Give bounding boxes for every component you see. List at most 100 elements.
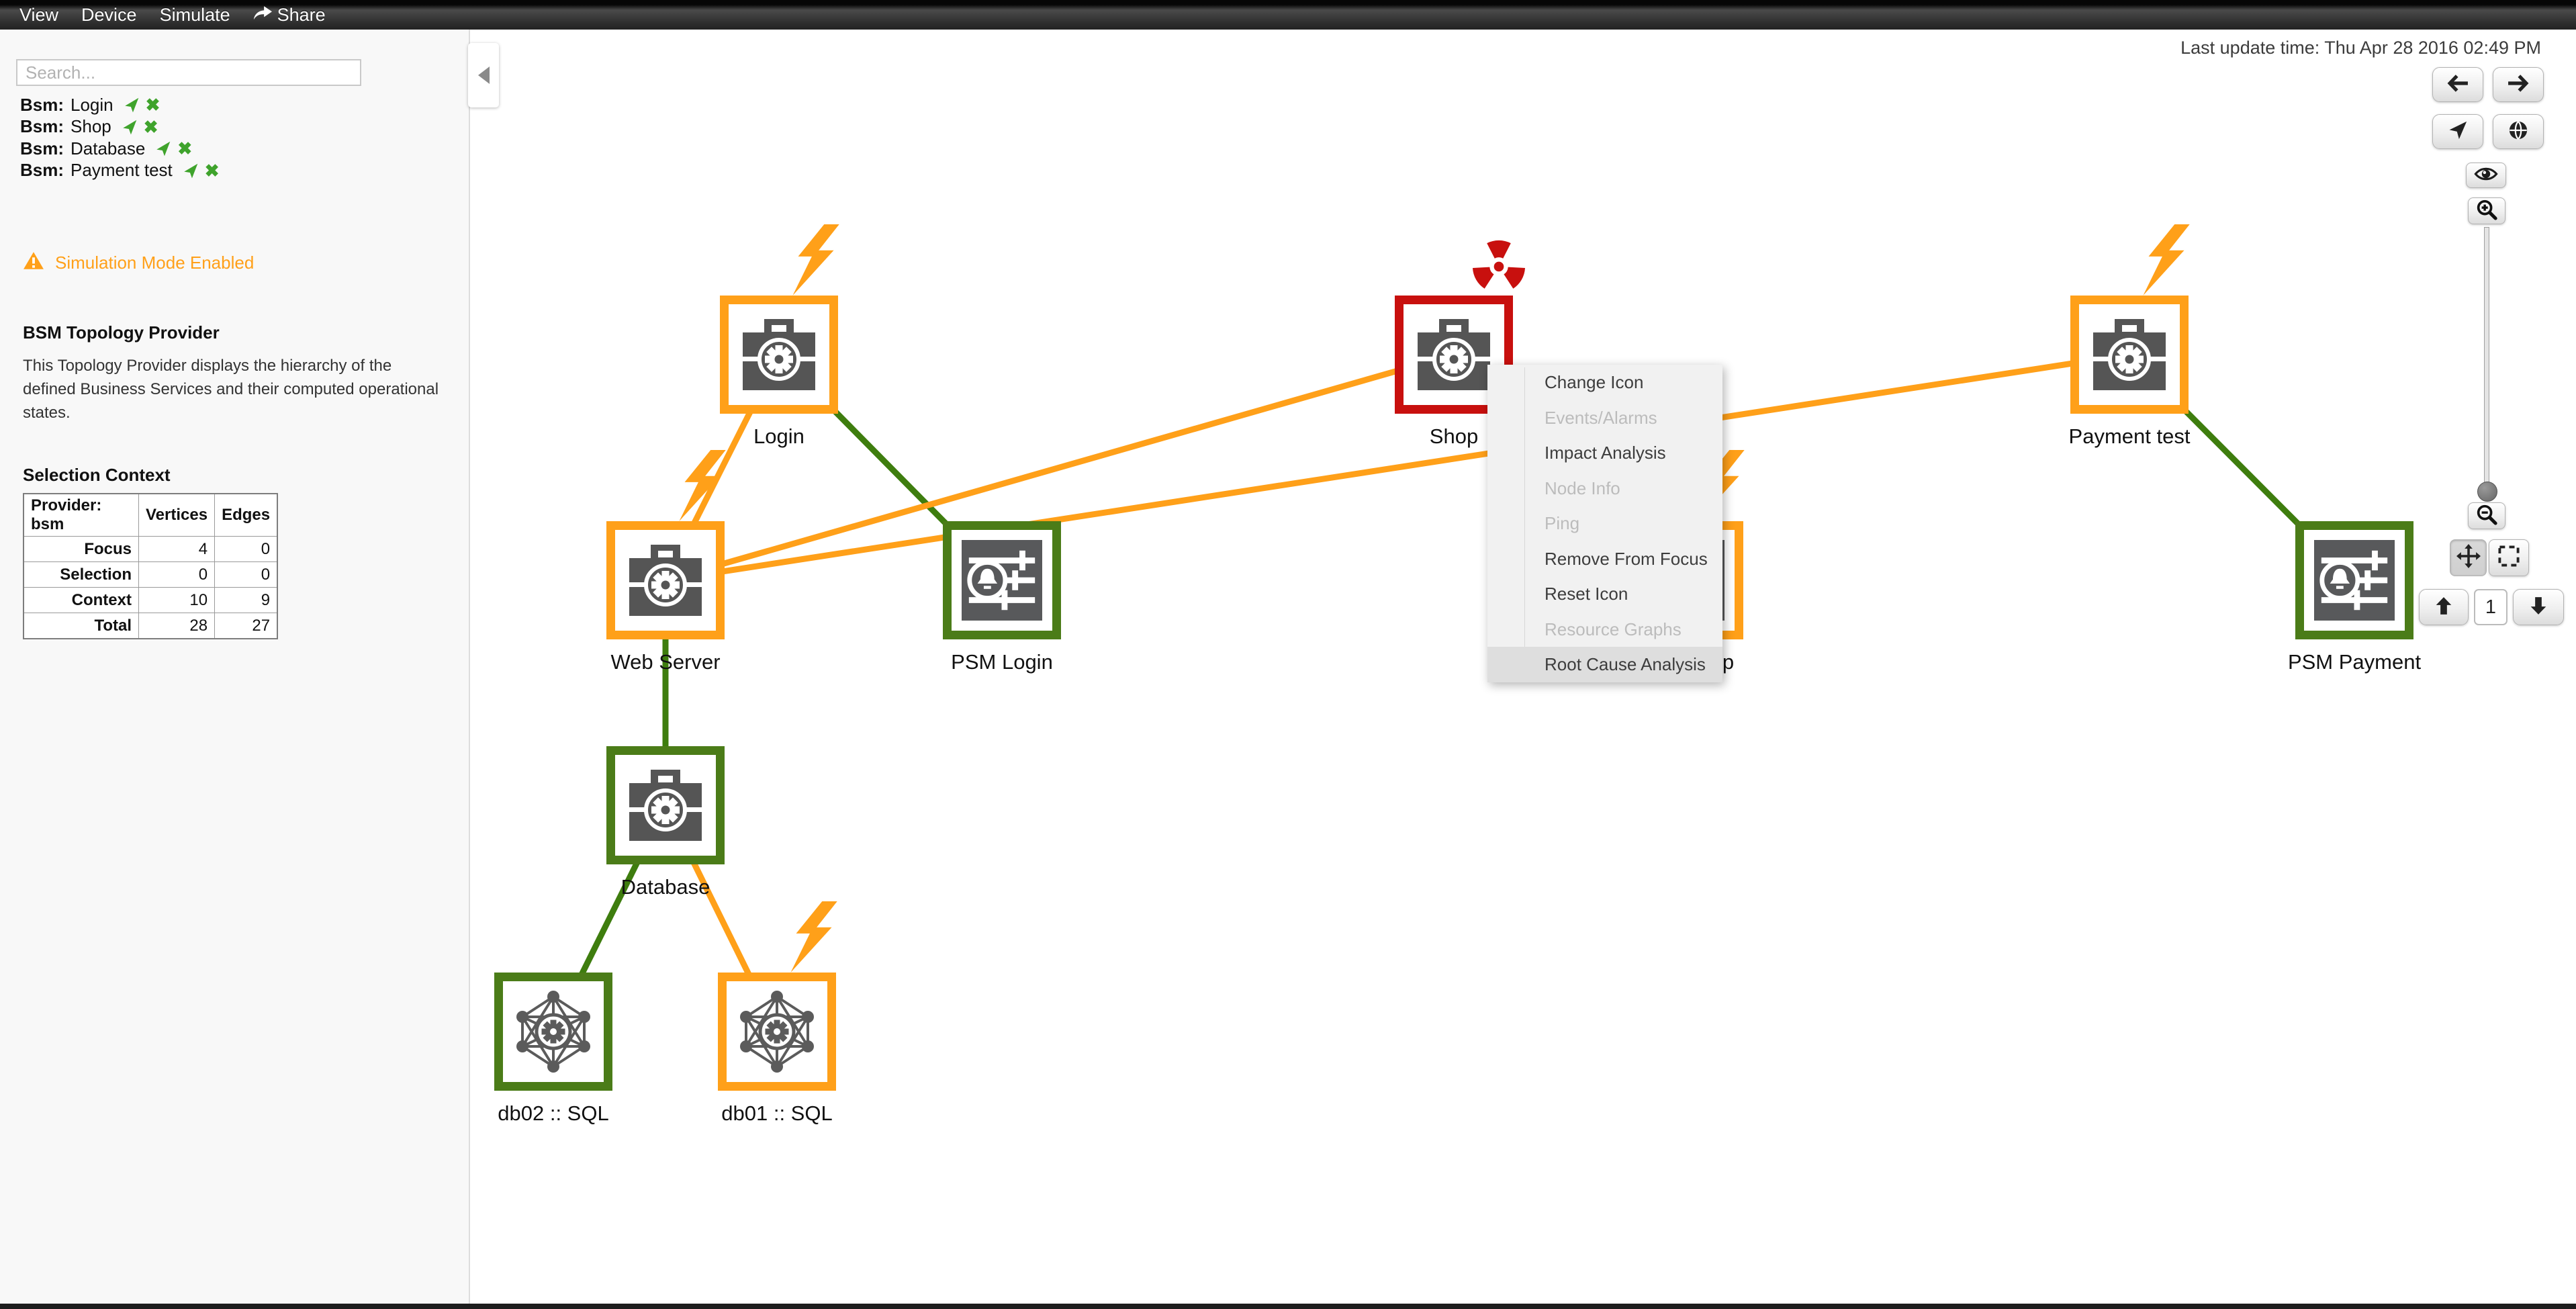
selection-mode-button[interactable] [2489,539,2529,576]
lightning-bolt-icon [679,450,726,521]
menubar-item-device[interactable]: Device [81,5,137,26]
sidebar-collapse-button[interactable] [468,43,499,107]
dashed-rectangle-icon [2497,545,2520,571]
menubar-item-share[interactable]: Share [253,5,326,26]
topology-node-login[interactable] [720,296,838,414]
show-entire-map-button[interactable] [2493,114,2544,149]
sc-column-header: Vertices [138,493,216,537]
topology-node-database[interactable] [606,746,725,864]
topology-node-payment-test[interactable] [2070,296,2189,414]
topology-node-psm-payment[interactable] [2295,521,2413,639]
lightning-bolt-icon [792,224,839,296]
share-arrow-icon [253,5,272,26]
sc-column-header: Provider: bsm [23,493,139,537]
menubar-item-label: View [19,4,59,25]
warning-triangle-icon [23,251,44,275]
remove-from-focus-icon[interactable]: ✖ [204,160,220,181]
menubar-item-view[interactable]: View [19,5,58,26]
context-menu-item-reset-icon[interactable]: Reset Icon [1545,584,1628,604]
pan-mode-button[interactable] [2450,539,2487,576]
szl-down-button[interactable] [2513,589,2564,625]
magnifier-minus-icon [2476,504,2497,529]
focus-item-name: Login [71,94,113,115]
node-badge-lightning [2139,224,2191,299]
context-menu-item-events-alarms: Events/Alarms [1545,407,1657,428]
sc-edges-value: 9 [214,587,278,613]
topology-node-db01[interactable] [718,973,836,1091]
briefcase-gear-icon [743,319,815,390]
node-badge-lightning [786,901,839,976]
sc-edges-value: 0 [214,561,278,588]
node-label-db01: db01 :: SQL [721,1101,833,1125]
topology-node-web-server[interactable] [606,521,725,639]
szl-value-field[interactable]: 1 [2474,589,2508,625]
focus-item-prefix: Bsm: [20,138,64,159]
locate-vertex-icon[interactable] [182,162,199,179]
node-badge-radiation [1470,236,1528,299]
context-menu-item-impact-analysis[interactable]: Impact Analysis [1545,443,1666,463]
context-menu-item-ping: Ping [1545,513,1580,533]
location-arrow-icon [2448,120,2468,144]
remove-from-focus-icon[interactable]: ✖ [143,116,158,137]
focus-list-item-payment-test: Bsm:Payment test✖ [20,160,225,182]
context-menu-item-node-info: Node Info [1545,478,1620,498]
highlight-focus-button[interactable] [2466,163,2506,188]
sc-vertices-value: 28 [138,613,216,639]
lightning-bolt-icon [2143,224,2190,296]
briefcase-gear-icon [629,545,702,616]
zoom-out-button[interactable] [2468,502,2505,529]
history-back-button[interactable] [2432,67,2483,102]
remove-from-focus-icon[interactable]: ✖ [145,95,160,116]
focus-list-item-login: Bsm:Login✖ [20,94,225,116]
context-menu-item-remove-from-focus[interactable]: Remove From Focus [1545,548,1708,569]
remove-from-focus-icon[interactable]: ✖ [177,138,193,159]
topology-node-db02[interactable] [494,973,612,1091]
zoom-slider-track[interactable] [2484,227,2489,488]
szl-up-button[interactable] [2419,589,2469,625]
eye-icon [2474,166,2498,185]
node-label-web-server: Web Server [610,650,721,674]
focus-item-name: Shop [71,116,111,137]
node-label-database: Database [620,875,710,899]
focus-list-item-database: Bsm: Database ✖ [20,138,225,160]
provider-title: BSM Topology Provider [23,322,220,343]
locate-vertex-icon[interactable] [121,118,138,136]
menubar-item-simulate[interactable]: Simulate [160,5,230,26]
menubar-item-label: Device [81,4,137,25]
alarm-sliders-icon [2314,540,2395,621]
menubar: View Device Simulate Share [0,0,2576,30]
sc-vertices-value: 0 [138,561,216,588]
sc-column-header: Edges [214,493,278,537]
network-gear-icon [516,991,590,1073]
arrow-left-icon [2447,74,2469,96]
provider-description: This Topology Provider displays the hier… [23,357,439,422]
history-forward-button[interactable] [2493,67,2544,102]
zoom-in-button[interactable] [2468,197,2505,224]
sc-edges-value: 27 [214,613,278,639]
focus-item-name: Payment test [71,160,173,181]
search-input[interactable] [16,59,361,86]
radiation-icon [1472,240,1526,289]
network-gear-icon [740,991,814,1073]
locate-vertex-icon[interactable] [123,96,140,114]
context-menu-item-root-cause-analysis[interactable]: Root Cause Analysis [1487,647,1722,682]
center-on-selection-button[interactable] [2432,114,2483,149]
magnifier-plus-icon [2476,199,2497,224]
chevron-left-icon [477,66,490,84]
arrow-down-icon [2529,596,2548,619]
zoom-slider-handle[interactable] [2477,482,2497,502]
sc-vertices-value: 10 [138,587,216,613]
locate-vertex-icon[interactable] [154,140,172,157]
topology-node-psm-login[interactable] [943,521,1061,639]
context-menu-item-change-icon[interactable]: Change Icon [1545,372,1644,392]
sc-row-label: Selection [23,561,139,588]
focus-item-name: Database [71,138,146,159]
focus-item-prefix: Bsm: [20,116,64,137]
alarm-sliders-icon [962,540,1042,621]
lightning-bolt-icon [790,901,837,973]
globe-icon [2508,120,2528,144]
sidebar: Bsm:Login✖Bsm:Shop✖Bsm:Database✖Bsm:Paym… [0,30,470,1304]
node-label-login: Login [753,424,804,448]
